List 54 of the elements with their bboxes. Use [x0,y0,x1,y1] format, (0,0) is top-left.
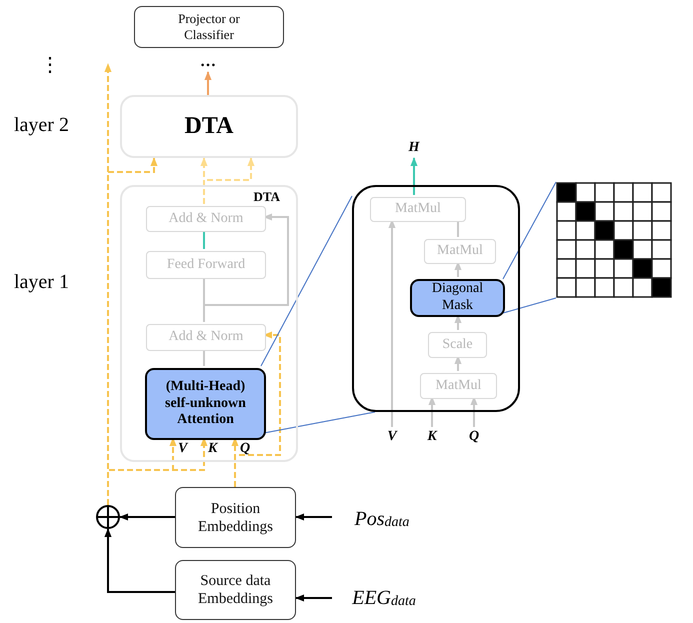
arrow [410,157,418,195]
arrow [107,157,158,505]
layer-panel: DTA [120,95,298,158]
connector-line [502,182,556,280]
process-box: Add & Norm [146,206,266,232]
ellipsis-label: ⋮ [40,53,60,77]
arrow [104,528,175,593]
input-symbol: K [425,427,439,447]
layer-label: layer 1 [14,271,69,294]
connector-line [203,230,205,249]
attention-box: (Multi-Head) self-unknown Attention [145,368,266,440]
process-box: MatMul [420,373,497,399]
arrow [428,396,436,427]
arrow [388,219,396,427]
connector-line [502,298,556,314]
ellipsis-text: … [196,52,220,72]
output-symbol: H [406,138,422,158]
arrow [203,213,289,322]
input-symbol: Q [240,441,250,457]
process-box: Scale [428,332,487,358]
arrow [203,157,255,204]
mask-box: Diagonal Mask [410,279,505,317]
input-symbol: Q [467,427,481,447]
output-box: Projector or Classifier [134,6,284,48]
arrow [204,71,212,95]
input-symbol: V [385,427,399,447]
arrow [454,314,462,330]
process-box: Feed Forward [146,251,266,279]
arrow [454,355,462,371]
connector-line [264,412,376,434]
input-label: Pos$_{data}$ [332,506,432,532]
connector-line [203,349,205,366]
process-box: MatMul [370,197,466,222]
input-label: EEG$_{data}$ [332,584,436,612]
arrow [295,513,332,521]
process-box: MatMul [424,239,496,264]
arrow [234,331,281,487]
zoom-panel [352,185,520,412]
add-operator-icon [96,505,120,529]
arrow [454,261,462,277]
input-symbol: V [178,441,188,457]
embedding-box: Source data Embeddings [175,560,296,620]
mask-matrix-drawing [556,182,672,298]
module-panel [120,185,298,462]
embedding-box: Position Embeddings [175,487,296,548]
arrow [295,594,332,602]
connector-line [260,196,352,366]
arrow [470,396,478,427]
process-box: Add & Norm [146,324,266,351]
connector-line [457,220,459,237]
input-symbol: K [208,441,218,457]
module-title: DTA [254,189,280,205]
layer-label: layer 2 [14,114,69,137]
arrow [119,513,175,521]
